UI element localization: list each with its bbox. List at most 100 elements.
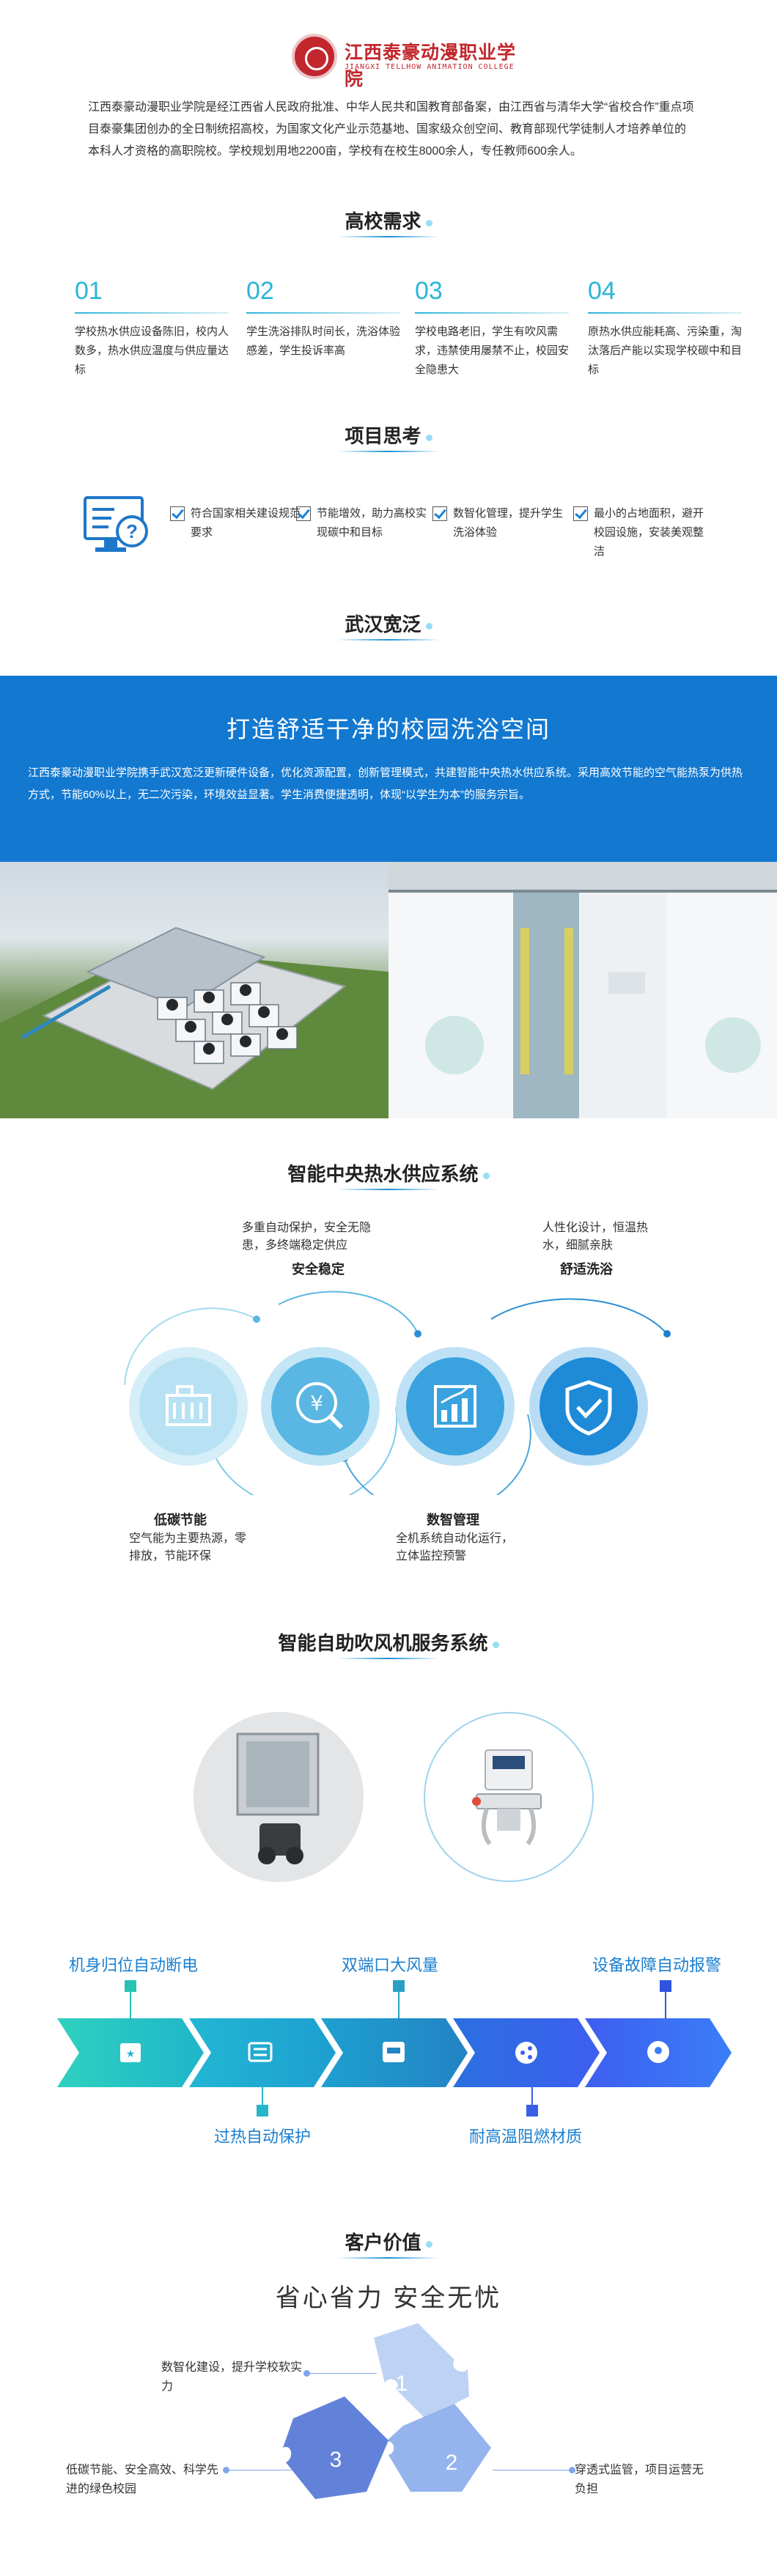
thinking-item-1: 符合国家相关建设规范要求 (170, 504, 302, 542)
title-dot-icon (425, 2240, 432, 2248)
blower-photo-device (424, 1712, 594, 1882)
feature-name-digital: 数智管理 (427, 1513, 479, 1527)
title-dot-icon (482, 1172, 490, 1179)
intro-paragraph: 江西泰豪动漫职业学院是经江西省人民政府批准、中华人民共和国教育部备案，由江西省与… (88, 101, 694, 158)
need-number: 03 (415, 277, 443, 305)
connector-square (660, 1980, 671, 1992)
need-item-1: 01 学校热水供应设备陈旧，校内人数多，热水供应温度与供应量达标 (75, 277, 229, 380)
value-line-1 (306, 2373, 377, 2374)
feature-circle-safe: ¥ (261, 1347, 380, 1466)
bar-chart-icon (434, 1384, 476, 1428)
needs-title-text: 高校需求 (345, 210, 421, 232)
feature-circle-lowcarbon (129, 1347, 248, 1466)
value-text-1: 数智化建设，提升学校软实力 (161, 2361, 303, 2393)
wuhan-section-title: 武汉宽泛 (0, 610, 777, 641)
heat-pump-photo (0, 862, 388, 1118)
blower-title-text: 智能自助吹风机服务系统 (278, 1632, 488, 1654)
school-name-cn: 江西泰豪动漫职业学院 (345, 42, 517, 89)
blue-banner: 打造舒适干净的校园洗浴空间 江西泰豪动漫职业学院携手武汉宽泛更新硬件设备，优化资… (0, 676, 777, 862)
connector-line (531, 2087, 533, 2106)
value-title-text: 客户价值 (345, 2232, 421, 2254)
blower-feature-overheat: 过热自动保护 (214, 2127, 312, 2146)
need-text: 学生洗浴排队时间长，洗浴体验感差，学生投诉率高 (246, 325, 401, 357)
blower-feature-arrows: ★ (57, 2018, 732, 2087)
blower-feature-auto-off: 机身归位自动断电 (69, 1956, 199, 1974)
yuan-search-icon: ¥ (296, 1382, 344, 1430)
checkbox-icon (432, 506, 447, 521)
thinking-item-4: 最小的占地面积，避开校园设施，安装美观整洁 (573, 504, 705, 561)
feature-circle-comfort (529, 1347, 648, 1466)
need-number: 04 (588, 277, 616, 305)
blower-feature-dual-port: 双端口大风量 (342, 1956, 439, 1974)
connector-square (257, 2105, 268, 2116)
connector-line (398, 1992, 399, 2021)
blower-photo-installed (194, 1712, 364, 1882)
monitor-question-icon: ? (84, 496, 148, 552)
value-section-title: 客户价值 (0, 2228, 777, 2259)
feature-name-lowcarbon: 低碳节能 (154, 1513, 207, 1527)
title-underline (337, 2257, 440, 2259)
value-dot-2 (569, 2467, 575, 2473)
need-divider (75, 312, 229, 314)
title-dot-icon (492, 1641, 499, 1648)
connector-line (665, 1992, 666, 2021)
connector-line (262, 2087, 263, 2106)
thinking-text: 最小的占地面积，避开校园设施，安装美观整洁 (594, 507, 704, 558)
head-gear-icon (647, 2041, 669, 2063)
seal-icon (292, 34, 337, 79)
feature-desc-lowcarbon: 空气能为主要热源，零排放，节能环保 (129, 1532, 247, 1562)
needs-section-title: 高校需求 (0, 207, 777, 237)
building-icon (166, 1385, 211, 1426)
hotwater-section-title: 智能中央热水供应系统 (0, 1159, 777, 1190)
need-number: 01 (75, 277, 103, 305)
connector-square (393, 1980, 405, 1992)
connector-square (125, 1980, 136, 1992)
need-item-3: 03 学校电路老旧，学生有吹风需求，违禁使用屡禁不止，校园安全隐患大 (415, 277, 569, 380)
list-card-icon (248, 2042, 273, 2062)
need-text: 学校电路老旧，学生有吹风需求，违禁使用屡禁不止，校园安全隐患大 (415, 325, 570, 376)
connector-square (526, 2105, 538, 2116)
shower-room-photo (388, 862, 777, 1118)
title-underline (337, 236, 440, 237)
thinking-item-3: 数智化管理，提升学生洗浴体验 (432, 504, 564, 542)
thinking-text: 符合国家相关建设规范要求 (191, 507, 301, 539)
value-subtitle: 省心省力 安全无忧 (275, 2284, 502, 2312)
checkbox-icon (170, 506, 185, 521)
shield-check-icon (565, 1380, 612, 1436)
value-number-2: 2 (446, 2451, 458, 2475)
feature-desc-safe: 多重自动保护，安全无隐患，多终端稳定供应 (242, 1222, 372, 1252)
banner-text: 江西泰豪动漫职业学院携手武汉宽泛更新硬件设备，优化资源配置，创新管理模式，共建智… (28, 767, 743, 801)
thinking-text: 节能增效，助力高校实现碳中和目标 (317, 507, 427, 539)
value-text-3: 低碳节能、安全高效、科学先进的绿色校园 (66, 2464, 219, 2495)
title-dot-icon (425, 434, 432, 441)
need-number: 02 (246, 277, 274, 305)
feature-name-comfort: 舒适洗浴 (560, 1262, 613, 1277)
checkbox-icon (573, 506, 588, 521)
value-text-2: 穿透式监管，项目运营无负担 (575, 2464, 704, 2495)
thinking-title-text: 项目思考 (345, 425, 421, 447)
puzzle-graphic: 1 2 3 (283, 2323, 491, 2499)
thinking-item-2: 节能增效，助力高校实现碳中和目标 (296, 504, 428, 542)
need-divider (246, 312, 400, 314)
need-item-4: 04 原热水供应能耗高、污染重，淘汰落后产能以实现学校碳中和目标 (588, 277, 742, 380)
feature-name-safe: 安全稳定 (292, 1262, 345, 1277)
connector-line (130, 1992, 131, 2021)
school-name-en: JIANGXI TELLHOW ANIMATION COLLEGE (345, 63, 515, 71)
value-dot-1 (303, 2370, 310, 2377)
title-dot-icon (425, 219, 432, 226)
title-underline (337, 1189, 440, 1190)
banner-title: 打造舒适干净的校园洗浴空间 (226, 716, 550, 742)
feature-desc-digital: 全机系统自动化运行，立体监控预警 (396, 1532, 514, 1562)
hotwater-title-text: 智能中央热水供应系统 (287, 1163, 479, 1185)
school-logo: 江西泰豪动漫职业学院 JIANGXI TELLHOW ANIMATION COL… (292, 34, 523, 89)
title-underline (337, 451, 440, 452)
title-dot-icon (425, 622, 432, 630)
hotwater-arcs (124, 1291, 671, 1495)
blower-feature-flame-retardant: 耐高温阻燃材质 (469, 2127, 583, 2146)
blower-feature-fault-alarm: 设备故障自动报警 (592, 1956, 722, 1974)
need-text: 学校热水供应设备陈旧，校内人数多，热水供应温度与供应量达标 (75, 325, 229, 376)
blower-section-title: 智能自助吹风机服务系统 (0, 1628, 777, 1659)
checkbox-icon (296, 506, 311, 521)
wuhan-title-text: 武汉宽泛 (345, 613, 421, 635)
value-number-3: 3 (330, 2448, 342, 2472)
